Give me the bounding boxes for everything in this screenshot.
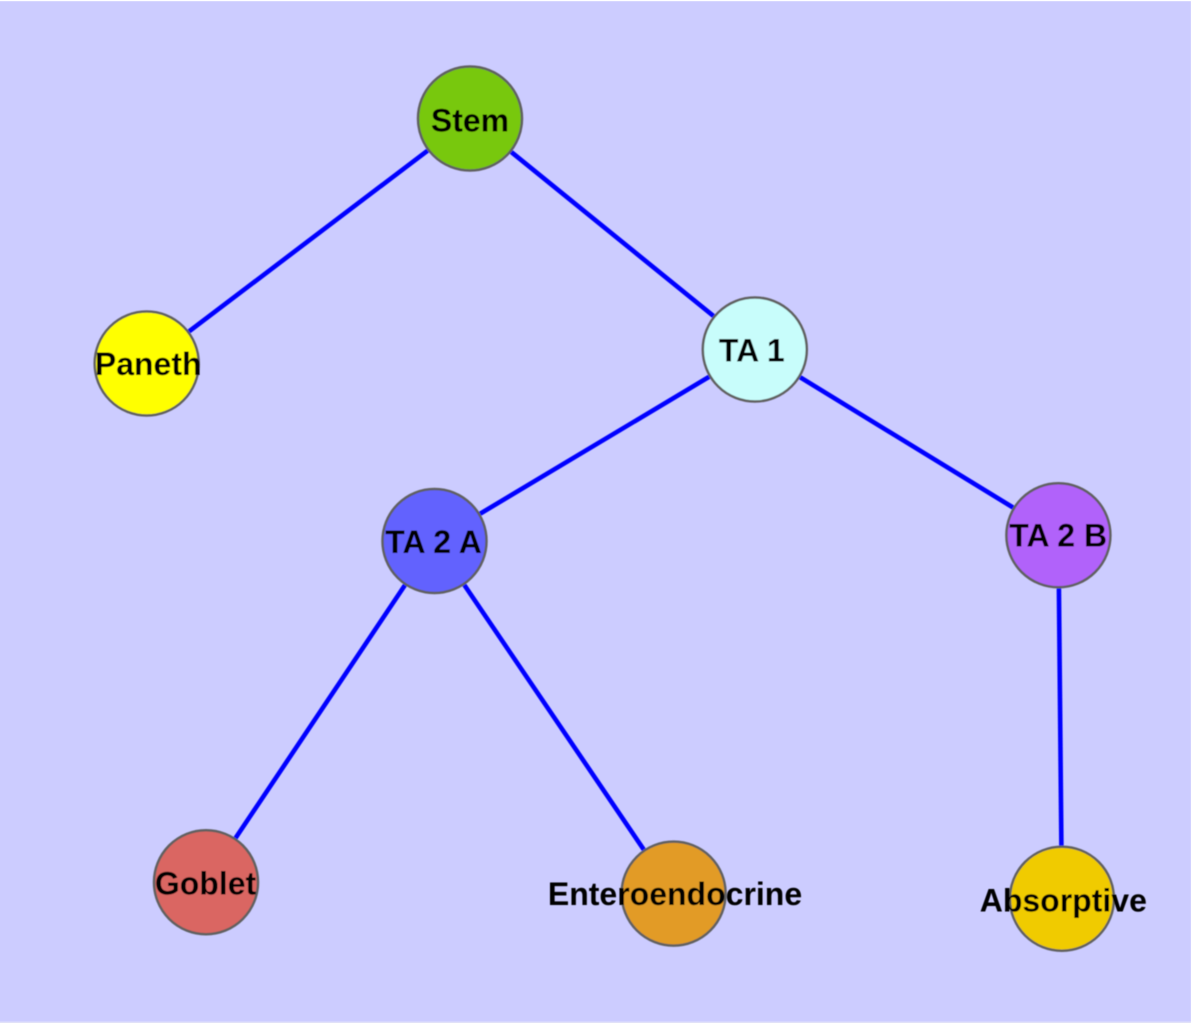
svg-text:Goblet: Goblet xyxy=(155,866,257,902)
svg-text:Paneth: Paneth xyxy=(95,346,202,382)
svg-text:Enteroendocrine: Enteroendocrine xyxy=(548,876,802,912)
svg-text:TA 2 A: TA 2 A xyxy=(385,524,482,560)
svg-text:Stem: Stem xyxy=(431,103,509,139)
svg-text:Absorptive: Absorptive xyxy=(980,883,1147,919)
svg-text:TA 2 B: TA 2 B xyxy=(1009,518,1107,554)
svg-text:TA 1: TA 1 xyxy=(719,333,785,369)
